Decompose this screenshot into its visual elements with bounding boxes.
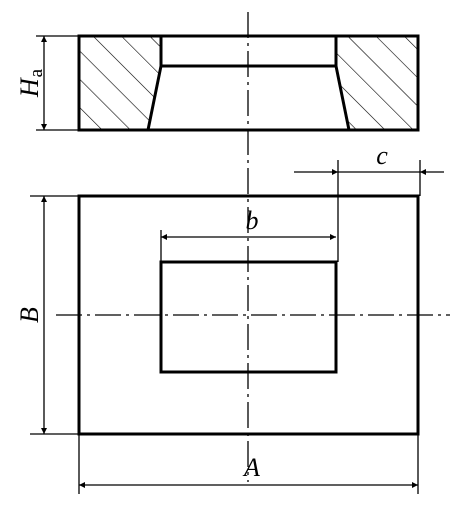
height-subscript: a xyxy=(26,68,47,77)
left-hatched-wall xyxy=(79,36,161,130)
width-label: A xyxy=(242,453,260,482)
inner-rectangle xyxy=(159,260,338,374)
height-symbol: H xyxy=(15,77,44,98)
section-view: Ha xyxy=(15,34,420,132)
margin-label: c xyxy=(376,141,388,170)
taper-left xyxy=(146,65,163,131)
taper-right xyxy=(334,65,351,131)
inner-width-label: b xyxy=(246,206,259,235)
height-label: Ha xyxy=(15,68,47,98)
right-hatched-wall xyxy=(336,36,418,130)
plan-view: B A b c xyxy=(15,141,450,494)
length-label: B xyxy=(15,307,44,323)
